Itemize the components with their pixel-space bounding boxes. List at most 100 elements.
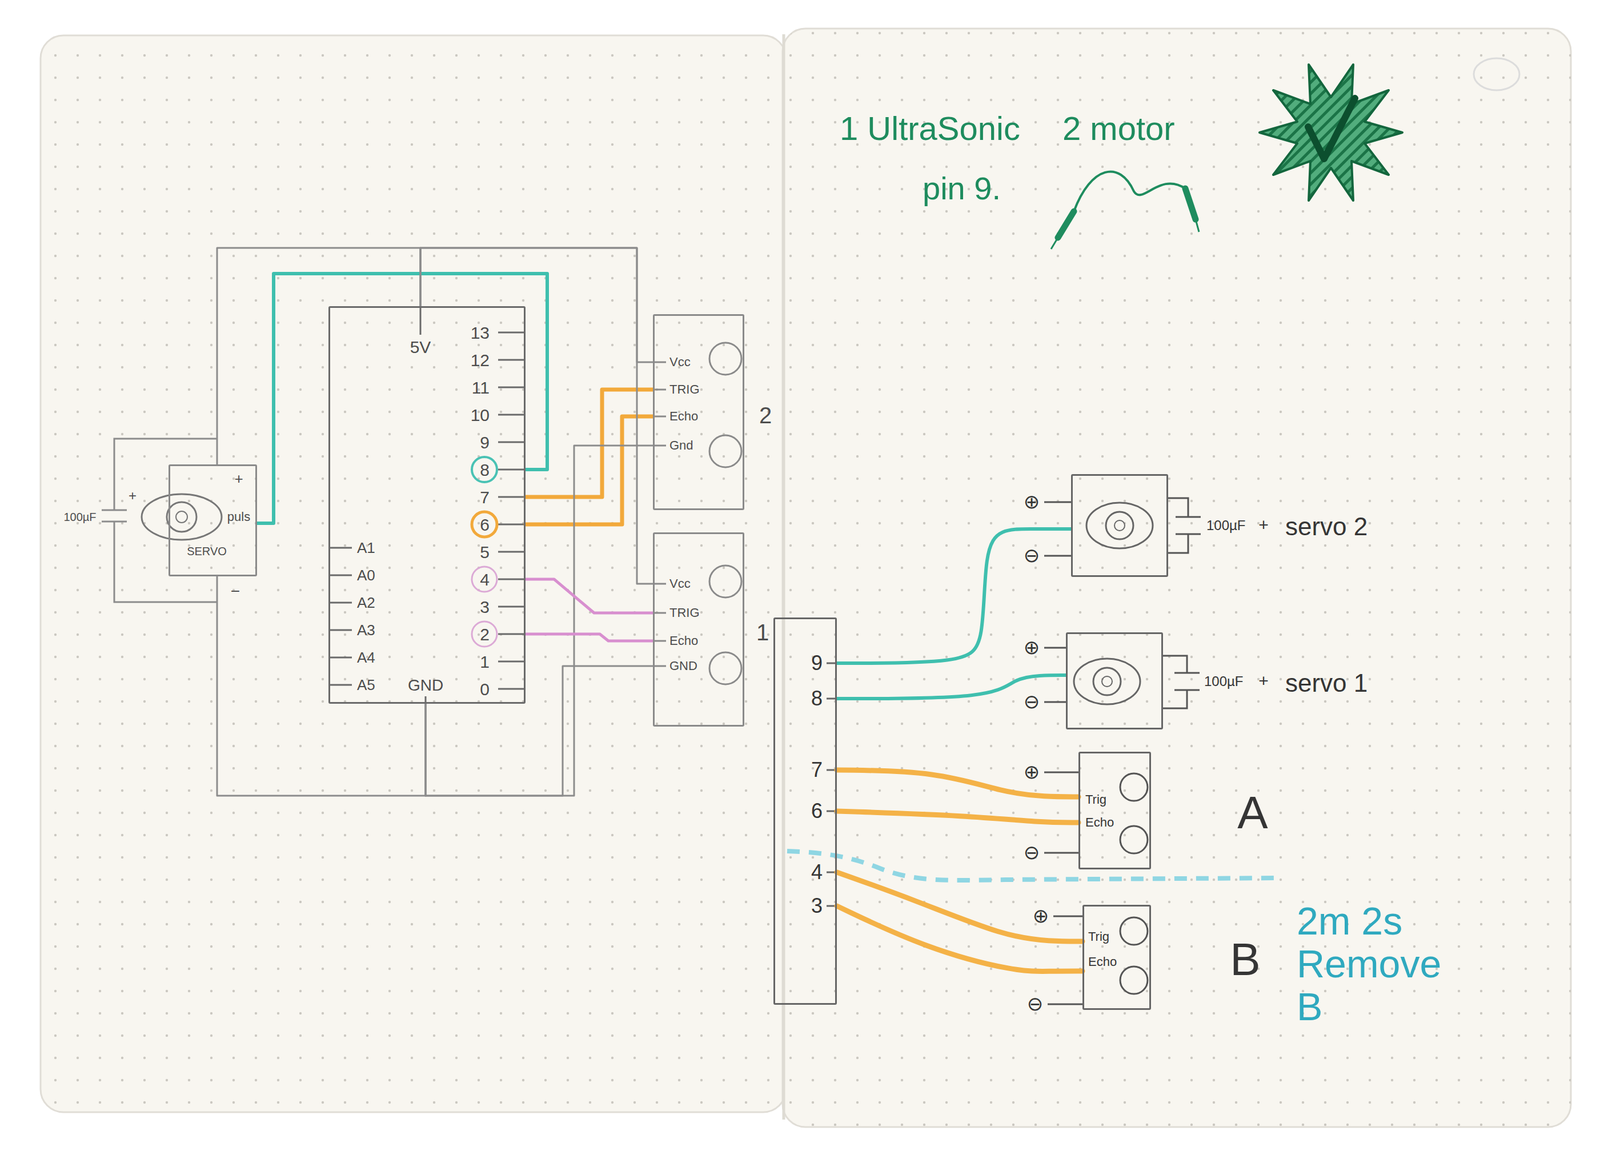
- sensor-pin-label: Trig: [1088, 929, 1110, 944]
- servo-horn: [141, 494, 222, 540]
- transducer: [1120, 966, 1148, 994]
- servo-horn: [1105, 511, 1134, 540]
- pin-number: 3: [479, 597, 490, 617]
- sensor-pin-label: GND: [669, 659, 698, 673]
- polarity-mark: ⊖: [1023, 691, 1041, 713]
- pin-number: 7: [811, 758, 823, 782]
- part-label: SERVO: [186, 544, 227, 558]
- capacitor-symbol: [1163, 498, 1201, 709]
- dot-grid: [782, 28, 1571, 1128]
- callout-letter: B: [1229, 934, 1261, 985]
- pin-number: 7: [479, 487, 490, 507]
- notebook-page: [40, 35, 787, 1113]
- transducer: [709, 565, 742, 598]
- wire: [217, 576, 426, 796]
- starburst: [1259, 64, 1403, 201]
- pin-highlight: [471, 621, 497, 647]
- pin-highlight: [471, 566, 497, 592]
- analog-pin-ticks: [329, 547, 352, 685]
- transducer: [1120, 773, 1148, 801]
- polarity-mark: ⊖: [1023, 544, 1041, 567]
- pin-number: 6: [811, 799, 823, 823]
- analog-pin-label: A4: [357, 649, 376, 667]
- pin-ticks: [654, 362, 667, 667]
- sensor-pin-label: TRIG: [669, 606, 700, 620]
- pin-number: 5: [479, 542, 490, 562]
- pin-number: 4: [479, 570, 490, 589]
- sensor-pin-label: TRIG: [669, 382, 700, 397]
- pin-number: 10: [470, 405, 490, 425]
- transducer: [709, 435, 742, 468]
- wire: [836, 872, 1083, 942]
- wire: [425, 445, 653, 796]
- check-mark: [1308, 98, 1355, 159]
- capacitor-value: 100µF: [1204, 674, 1244, 689]
- servo-motor: servo 1: [1065, 632, 1164, 730]
- wire: [836, 528, 1072, 664]
- pin-highlight: [471, 456, 497, 483]
- servo-horn: [1101, 676, 1113, 687]
- wire: [836, 905, 1083, 972]
- servo-horn: [1114, 520, 1125, 531]
- part-label: servo 2: [1285, 512, 1368, 541]
- polarity-mark: +: [234, 470, 243, 488]
- dot-grid: [40, 35, 787, 1113]
- callout-number: 2: [759, 402, 772, 428]
- power-stub: [420, 306, 426, 704]
- scribble: [1473, 58, 1520, 91]
- polarity-mark: ⊕: [1023, 636, 1041, 659]
- capacitor-value: 100µF: [1206, 518, 1246, 533]
- transducer: [1120, 917, 1148, 945]
- transducer: [1120, 825, 1148, 854]
- signal-pin-label: puls: [227, 510, 251, 524]
- wire: [836, 770, 1079, 797]
- servo-horn: [1073, 658, 1141, 705]
- polarity-mark: +: [128, 488, 137, 504]
- pin-number: 8: [811, 687, 823, 711]
- sensor-pin-label: Echo: [1085, 815, 1114, 830]
- wire: [525, 416, 653, 525]
- wire: [420, 247, 653, 584]
- wire: [525, 579, 653, 613]
- ultrasonic-sensor: VccTRIGEchoGnd2: [652, 314, 745, 511]
- pin-number: 6: [479, 515, 490, 535]
- jumper-wire: [1073, 171, 1186, 212]
- capacitor-value: 100µF: [63, 510, 96, 524]
- power-pin-label: 5V: [410, 337, 432, 357]
- heading: 2 motor: [1062, 110, 1176, 147]
- polarity-mark: ⊖: [1027, 993, 1044, 1015]
- analog-pin-label: A0: [357, 567, 376, 584]
- jumper-pin: [1051, 219, 1200, 250]
- wire: [217, 247, 421, 465]
- sensor-pin-label: Echo: [669, 634, 699, 648]
- pin-number: 9: [811, 651, 823, 675]
- pin-number: 12: [470, 350, 490, 370]
- wire: [257, 273, 548, 524]
- heading: 1 UltraSonic: [839, 110, 1021, 147]
- polarity-lead: [1044, 502, 1083, 1005]
- transducer: [709, 652, 742, 685]
- callout-number: 1: [756, 619, 769, 645]
- pin-number: 4: [811, 860, 823, 884]
- sensor-pin-label: Trig: [1085, 792, 1107, 807]
- wire: [836, 811, 1079, 823]
- sensor-pin-label: Vcc: [669, 355, 691, 370]
- pin-highlight: [471, 511, 497, 537]
- pin-number: 13: [470, 323, 490, 343]
- polarity-mark: −: [230, 582, 240, 601]
- sensor-pin-label: Gnd: [669, 438, 694, 453]
- servo-horn: [166, 502, 197, 532]
- pin-number: 8: [479, 460, 490, 480]
- transducer: [709, 342, 742, 375]
- sensor-pin-label: Vcc: [669, 576, 691, 591]
- analog-pin-label: A5: [357, 676, 376, 694]
- polarity-mark: +: [1258, 671, 1269, 691]
- capacitor-symbol: [101, 438, 218, 603]
- pin-header: 987643: [773, 617, 837, 1005]
- pin-note: pin 9.: [922, 170, 1001, 207]
- polarity-mark: +: [1258, 515, 1269, 535]
- sensor-pin-label: Echo: [669, 409, 699, 424]
- notebook-page: [782, 28, 1571, 1128]
- analog-pin-label: A2: [357, 594, 376, 612]
